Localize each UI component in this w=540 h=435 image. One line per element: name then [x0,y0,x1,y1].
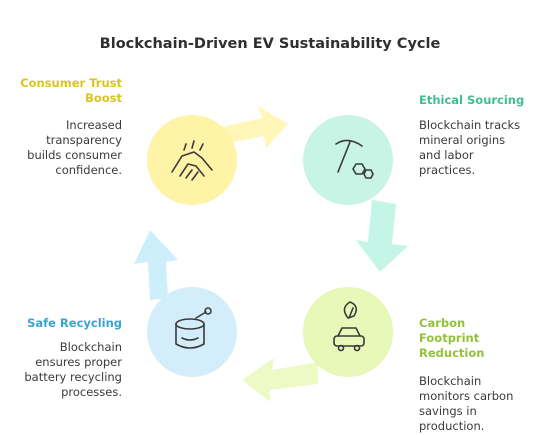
stage-desc-line: savings in [419,404,477,418]
stage-circle-ethical-sourcing [303,115,393,205]
stage-title-line: Consumer Trust [20,76,122,90]
stage-desc-line: Increased [66,118,122,132]
stage-desc-line: Blockchain tracks [419,118,521,132]
stage-desc-line: production. [419,419,485,433]
pickaxe-icon [335,139,374,179]
stage-desc-line: processes. [61,385,122,399]
stage-desc-ethical-sourcing: Blockchain tracks mineral origins and la… [419,118,520,178]
stage-title-line: Boost [85,91,122,105]
stage-title-line: Ethical Sourcing [419,93,525,107]
arrow-sourcing-to-carbon [356,200,408,272]
stage-desc-line: practices. [419,163,476,177]
stage-desc-line: builds consumer [27,148,122,162]
stage-desc-carbon-reduction: Blockchain monitors carbon savings in pr… [419,374,513,434]
stage-desc-line: Blockchain [419,374,482,388]
stage-title-ethical-sourcing: Ethical Sourcing [419,93,524,108]
handshake-icon [171,140,213,181]
stage-desc-line: battery recycling [24,370,122,384]
stage-desc-line: and labor [419,148,474,162]
stage-desc-consumer-trust: Increased transparency builds consumer c… [27,118,122,178]
arrow-recycling-to-trust [134,230,178,300]
car-leaf-icon [333,301,365,352]
stage-title-safe-recycling: Safe Recycling [27,316,122,331]
stage-title-line: Footprint [419,331,480,345]
stage-circle-carbon-reduction [303,287,393,377]
stage-desc-line: transparency [46,133,122,147]
arrow-trust-to-sourcing [218,106,288,148]
arrow-carbon-to-recycling [242,358,318,402]
stage-title-line: Carbon [419,316,466,330]
stage-title-carbon-reduction: Carbon Footprint Reduction [419,316,484,361]
stage-desc-line: monitors carbon [419,389,514,403]
stage-circle-safe-recycling [147,287,237,377]
stage-title-line: Safe Recycling [27,316,122,330]
stage-title-line: Reduction [419,346,485,360]
stage-title-consumer-trust: Consumer Trust Boost [20,76,122,106]
stage-desc-line: mineral origins [419,133,506,147]
stage-desc-line: ensures proper [35,355,122,369]
stage-desc-safe-recycling: Blockchain ensures proper battery recycl… [24,340,122,400]
stage-desc-line: Blockchain [59,340,122,354]
recycle-can-icon [175,307,212,349]
stage-circle-consumer-trust [147,115,237,205]
stage-desc-line: confidence. [55,163,122,177]
diagram-title: Blockchain-Driven EV Sustainability Cycl… [99,36,441,52]
